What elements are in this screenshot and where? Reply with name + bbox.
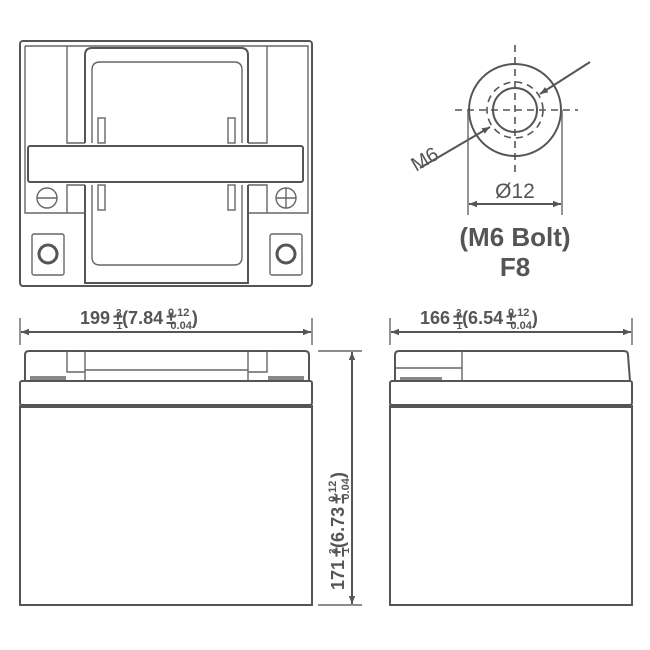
terminal-detail: M6 Ø12 (M6 Bolt) F8 — [407, 45, 591, 282]
svg-text:199±31(7.84±0.120.04): 199±31(7.84±0.120.04) — [80, 307, 198, 332]
thread-label: M6 — [407, 143, 442, 176]
svg-text:171±31(6.73±0.120.04): 171±31(6.73±0.120.04) — [327, 472, 352, 590]
side-view — [389, 350, 633, 606]
height-mm: 171 — [328, 560, 348, 590]
terminal-right — [269, 233, 303, 276]
diameter-label: Ø12 — [495, 180, 535, 203]
width-mm: 166 — [420, 308, 450, 328]
bolt-label: (M6 Bolt) — [459, 222, 570, 252]
terminal-left — [31, 233, 65, 276]
positive-terminal-symbol — [275, 187, 297, 209]
front-view — [19, 350, 313, 606]
terminal-type-label: F8 — [500, 252, 530, 282]
top-view — [19, 40, 313, 287]
length-mm: 199 — [80, 308, 110, 328]
svg-text:166±31(6.54±0.120.04): 166±31(6.54±0.120.04) — [420, 307, 538, 332]
negative-terminal-symbol — [36, 187, 58, 209]
